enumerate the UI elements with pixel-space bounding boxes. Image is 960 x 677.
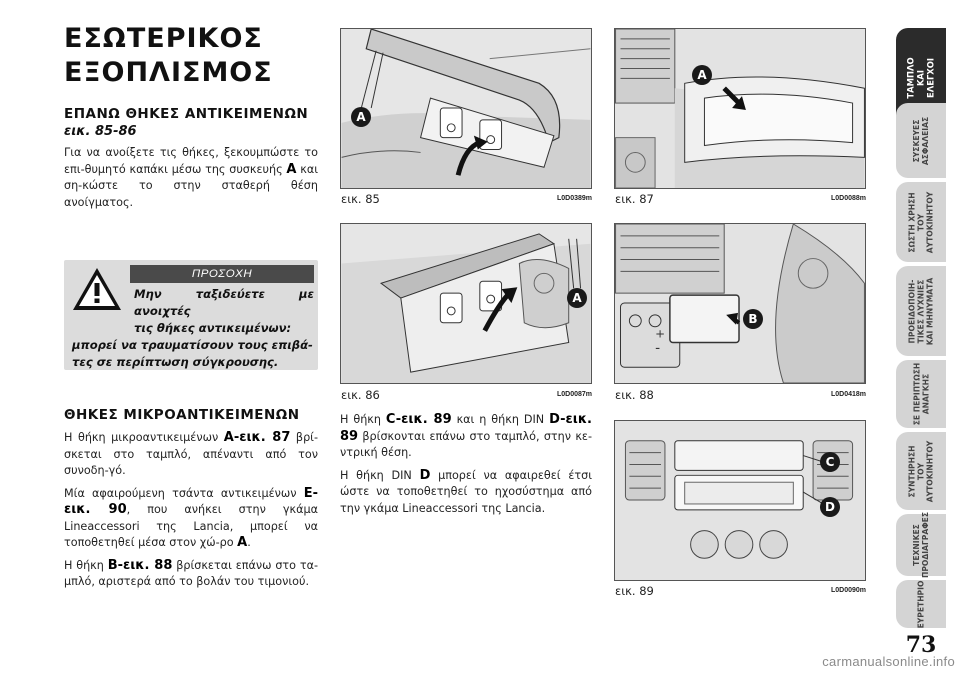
figure-88-caption: εικ. 88 xyxy=(615,388,654,402)
page-number: 73 xyxy=(905,632,937,658)
figure-88: - + B xyxy=(614,223,866,384)
figure-87-caption: εικ. 87 xyxy=(615,192,654,206)
page-title: ΕΣΩΤΕΡΙΚΟΣ ΕΞΟΠΛΙΣΜΟΣ xyxy=(64,22,314,90)
warning-box: ΠΡΟΣΟΧΗ Μην ταξιδεύετε με ανοιχτές τις θ… xyxy=(64,260,318,370)
warning-header: ΠΡΟΣΟΧΗ xyxy=(130,265,314,283)
tab-technical-specs[interactable]: ΤΕΧΝΙΚΕΣ ΠΡΟΔΙΑΓΡΑΦΕΣ xyxy=(896,512,946,578)
figure-85-caption: εικ. 85 xyxy=(341,192,380,206)
figure-85-code: L0D0389m xyxy=(556,195,592,202)
figure-89-caption: εικ. 89 xyxy=(615,584,654,598)
small-items-text: Η θήκη μικροαντικειμένων A-εικ. 87 βρί-σ… xyxy=(64,430,318,588)
section-figure-reference: εικ. 85-86 xyxy=(64,124,137,139)
figure-89-label-c: C xyxy=(820,452,840,472)
figure-85-label-a: A xyxy=(351,107,371,127)
upper-compartments-text: Για να ανοίξετε τις θήκες, ξεκουμπώστε τ… xyxy=(64,146,318,209)
figure-86-code: L0D0087m xyxy=(556,391,592,398)
center-compartments-text: Η θήκη C-εικ. 89 και η θήκη DIN D-εικ. 8… xyxy=(340,412,592,515)
tab-emergency[interactable]: ΣΕ ΠΕΡΙΠΤΩΣΗ ΑΝΑΓΚΗΣ xyxy=(896,360,946,428)
figure-86: A xyxy=(340,223,592,384)
svg-text:-: - xyxy=(655,340,660,356)
tab-index[interactable]: ΕΥΡΕΤΗΡΙΟ xyxy=(896,580,946,628)
figure-89-illustration xyxy=(615,421,865,580)
warning-text: Μην ταξιδεύετε με ανοιχτές τις θήκες αντ… xyxy=(72,287,314,369)
tab-correct-use[interactable]: ΣΩΣΤΗ ΧΡΗΣΗ ΤΟΥ ΑΥΤΟΚΙΝΗΤΟΥ xyxy=(896,182,946,262)
figure-87-label-a: A xyxy=(692,65,712,85)
figure-88-illustration: - + xyxy=(615,224,865,383)
figure-86-illustration xyxy=(341,224,591,383)
figure-88-code: L0D0418m xyxy=(830,391,866,398)
page-title-line2: ΕΞΟΠΛΙΣΜΟΣ xyxy=(64,57,273,88)
section-heading-upper-compartments: ΕΠΑΝΩ ΘΗΚΕΣ ΑΝΤΙΚΕΙΜΕΝΩΝ xyxy=(64,106,309,122)
warning-triangle-icon xyxy=(73,268,121,310)
svg-text:+: + xyxy=(655,327,665,341)
figure-87: A xyxy=(614,28,866,189)
figure-87-illustration xyxy=(615,29,865,188)
section-heading-small-items: ΘΗΚΕΣ ΜΙΚΡΟΑΝΤΙΚΕΙΜΕΝΩΝ xyxy=(64,407,300,423)
page-title-line1: ΕΣΩΤΕΡΙΚΟΣ xyxy=(64,23,263,54)
figure-86-label-a: A xyxy=(567,288,587,308)
tab-warning-lights[interactable]: ΠΡΟΕΙΔΟΠΟΙΗ- ΤΙΚΕΣ ΛΥΧΝΙΕΣ ΚΑΙ ΜΗΝΥΜΑΤΑ xyxy=(896,266,946,356)
figure-86-caption: εικ. 86 xyxy=(341,388,380,402)
watermark: carmanualsonline.info xyxy=(822,654,955,669)
figure-89-code: L0D0090m xyxy=(830,587,866,594)
figure-87-code: L0D0088m xyxy=(830,195,866,202)
figure-89: C D xyxy=(614,420,866,581)
figure-88-label-b: B xyxy=(743,309,763,329)
tab-maintenance[interactable]: ΣΥΝΤΗΡΗΣΗ ΤΟΥ ΑΥΤΟΚΙΝΗΤΟΥ xyxy=(896,432,946,510)
figure-89-label-d: D xyxy=(820,497,840,517)
tab-safety-devices[interactable]: ΣΥΣΚΕΥΕΣ ΑΣΦΑΛΕΙΑΣ xyxy=(896,103,946,178)
figure-85-illustration xyxy=(341,29,591,188)
figure-85: A xyxy=(340,28,592,189)
